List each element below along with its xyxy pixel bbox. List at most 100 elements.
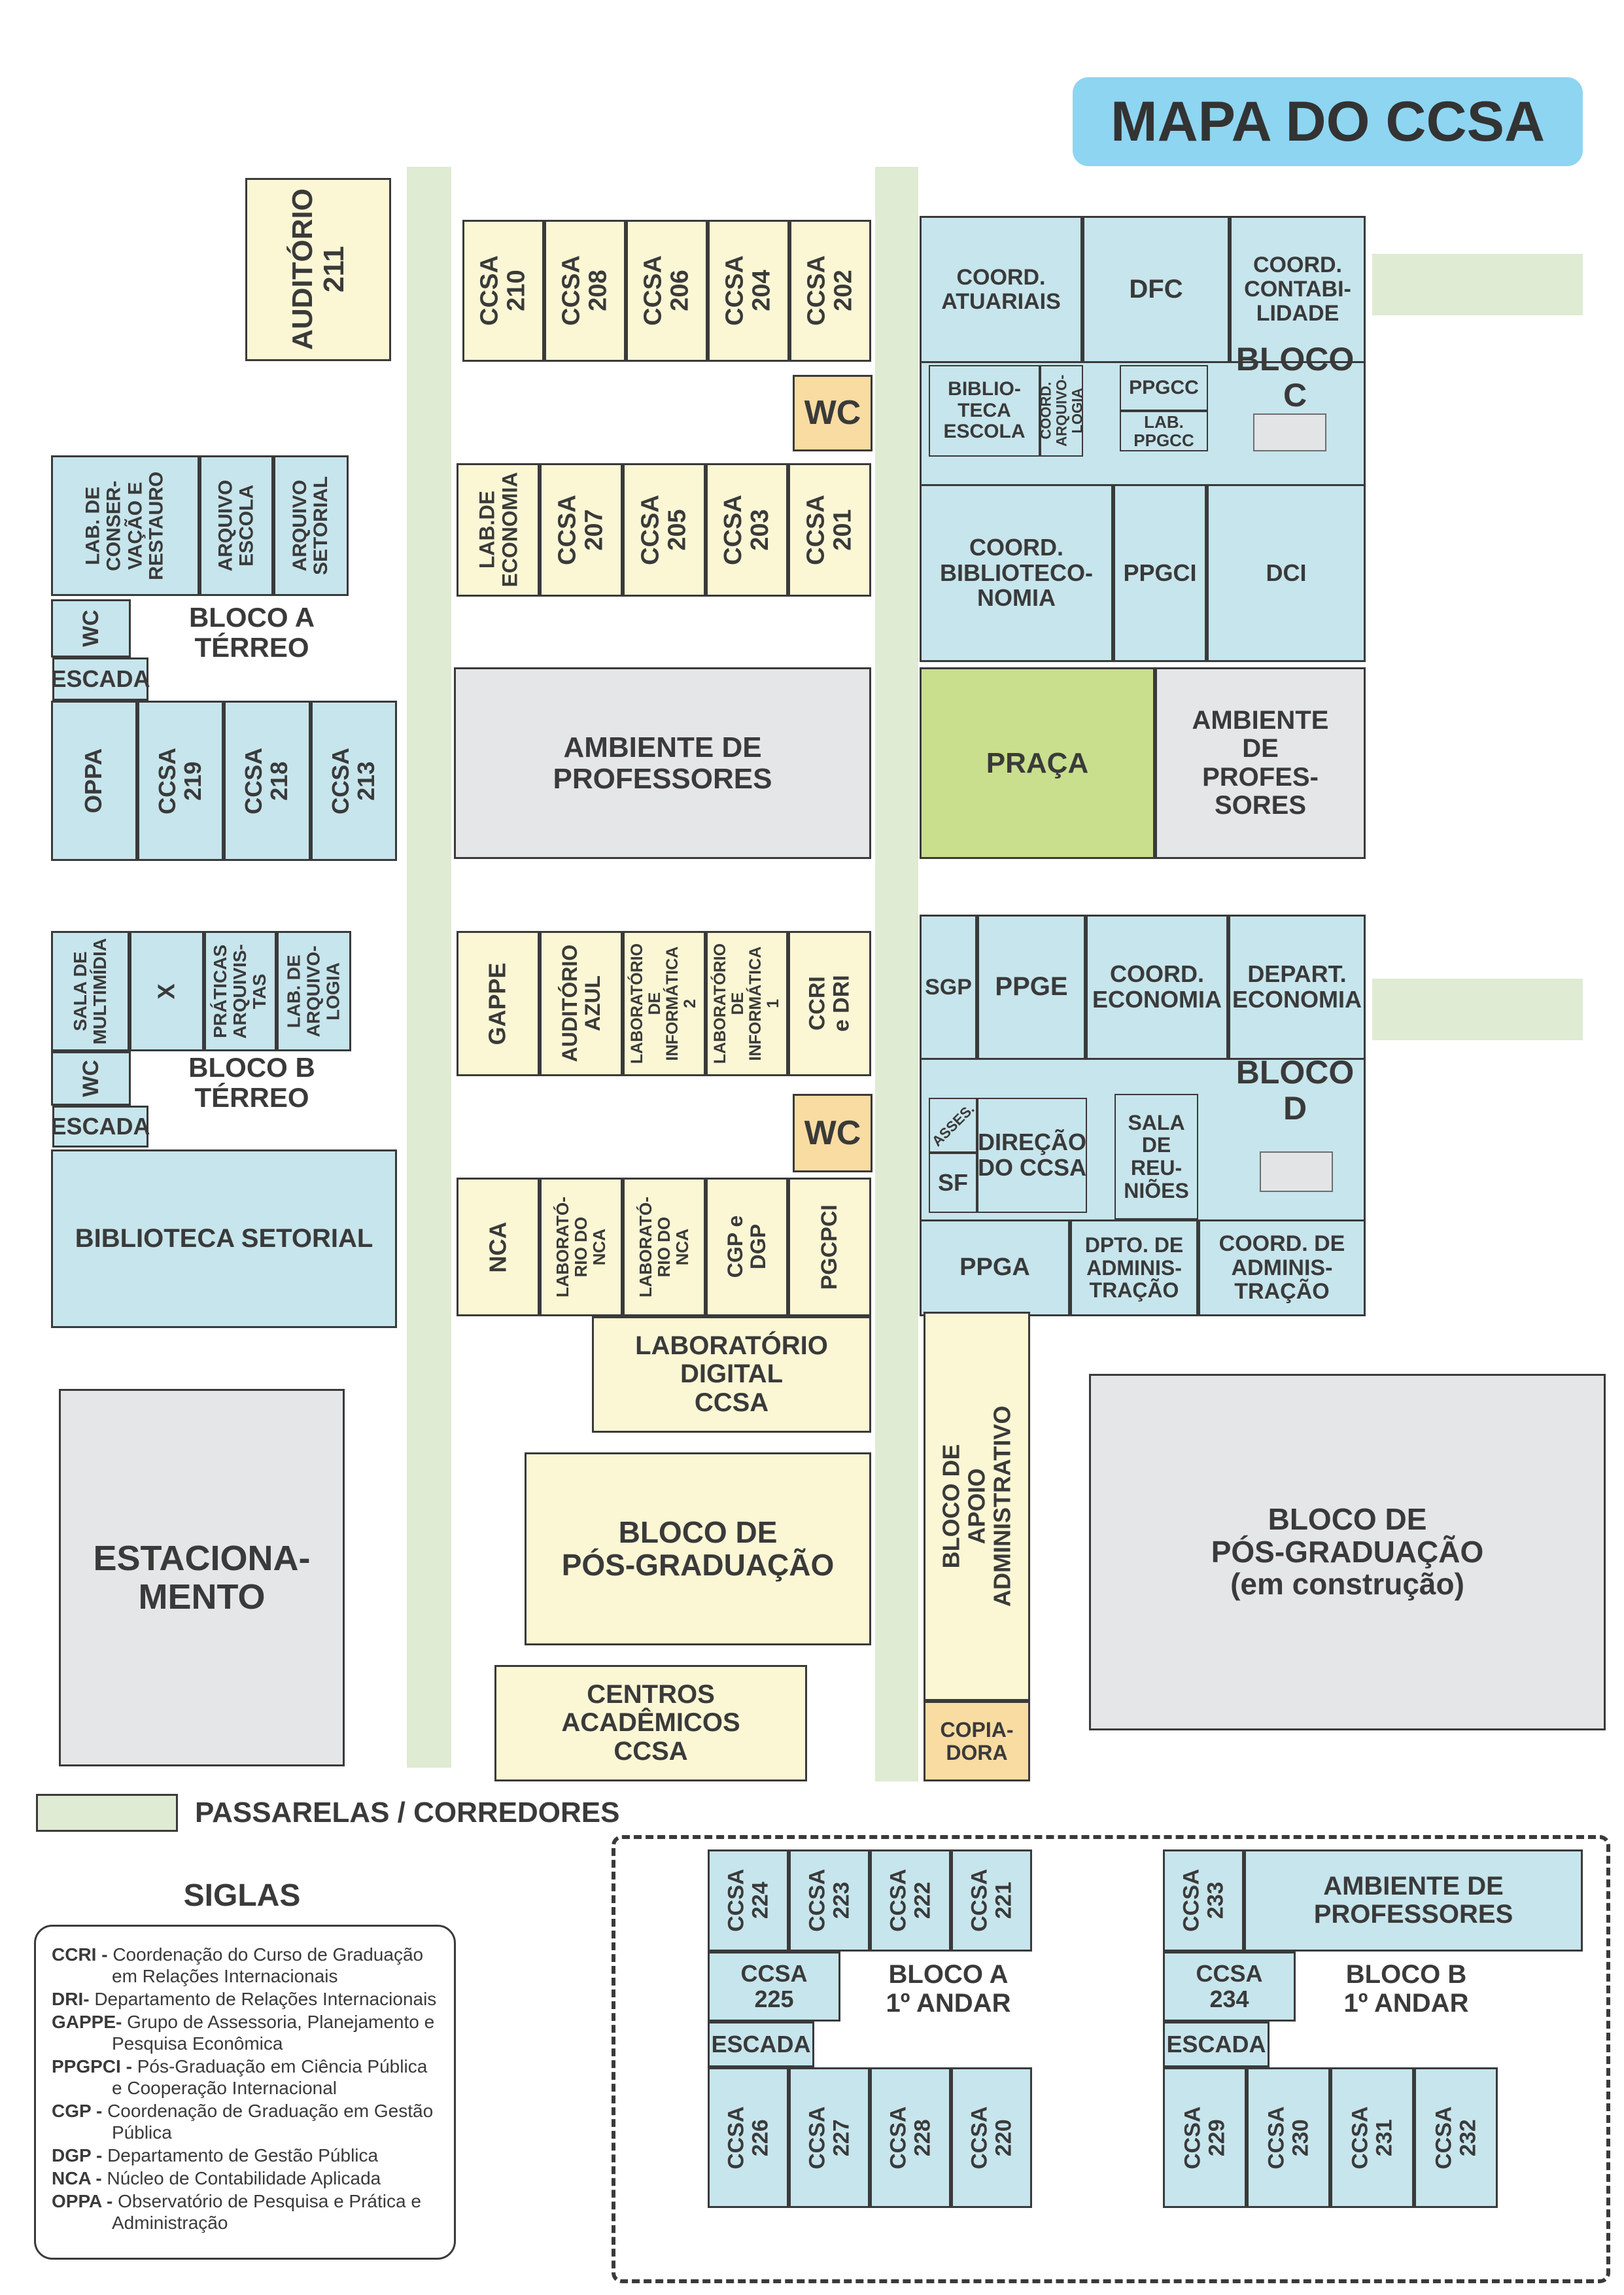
room-escada-bloco-a: ESCADA — [51, 657, 150, 701]
label-bloco-c: BLOCO C — [1235, 341, 1355, 413]
room-escada-bloco-b-1andar: ESCADA — [1163, 2022, 1270, 2067]
room-ccsa-205: CCSA 205 — [623, 463, 706, 597]
corridor-vertical-west — [407, 167, 451, 1768]
sigla-dgp: DGP - Departamento de Gestão Pública — [52, 2145, 379, 2166]
room-praticas-arquivistas: PRÁTICAS ARQUIVIS- TAS — [204, 931, 277, 1051]
room-ppga: PPGA — [920, 1219, 1070, 1316]
room-ccsa-210: CCSA 210 — [462, 220, 544, 362]
room-coord-atuariais: COORD. ATUARIAIS — [920, 216, 1082, 363]
passarela-bloco-c — [1372, 254, 1583, 315]
room-ccsa-202: CCSA 202 — [789, 220, 871, 362]
sigla-nca: NCA - Núcleo de Contabilidade Aplicada — [52, 2168, 381, 2189]
room-biblioteca-escola: BIBLIO- TECA ESCOLA — [929, 365, 1040, 457]
room-ccsa-227: CCSA 227 — [789, 2067, 870, 2208]
room-ccsa-218: CCSA 218 — [224, 701, 311, 861]
room-wc-north: WC — [793, 375, 872, 451]
room-gappe: GAPPE — [457, 931, 540, 1076]
label-bloco-b-terreo: BLOCO B TÉRREO — [188, 1051, 315, 1113]
room-coord-contabilidade: COORD. CONTABI- LIDADE — [1230, 216, 1366, 363]
room-ccsa-232: CCSA 232 — [1414, 2067, 1498, 2208]
room-sf: SF — [929, 1153, 977, 1213]
room-auditorio-211: AUDITÓRIO 211 — [245, 178, 391, 361]
legend-passarela-label: PASSARELAS / CORREDORES — [195, 1796, 620, 1829]
room-biblioteca-setorial: BIBLIOTECA SETORIAL — [51, 1149, 397, 1328]
room-ccsa-207: CCSA 207 — [540, 463, 623, 597]
room-copiadora: COPIA- DORA — [924, 1701, 1030, 1781]
room-ccsa-229: CCSA 229 — [1163, 2067, 1247, 2208]
room-lab-arquivologia: LAB. DE ARQUIVO- LOGIA — [277, 931, 351, 1051]
room-coord-arquivologia: COORD. ARQUIVO- LOGIA — [1037, 365, 1085, 457]
page-title: MAPA DO CCSA — [1073, 77, 1583, 166]
room-laboratorio-nca-1: LABORATÓ- RIO DO NCA — [540, 1178, 623, 1316]
room-lab-conservacao-restauro: LAB. DE CONSER- VAÇÃO E RESTAURO — [51, 455, 199, 596]
room-lab-ppgcc: LAB. PPGCC — [1120, 411, 1208, 451]
room-ccsa-213: CCSA 213 — [311, 701, 397, 861]
room-asses: ASSES. — [928, 1098, 977, 1153]
room-ccsa-230: CCSA 230 — [1247, 2067, 1330, 2208]
room-depart-economia: DEPART. ECONOMIA — [1228, 915, 1366, 1060]
bloco-c-stairwell — [1253, 413, 1326, 451]
room-ccsa-231: CCSA 231 — [1330, 2067, 1414, 2208]
area-pos-graduacao-construcao: BLOCO DE PÓS-GRADUAÇÃO (em construção) — [1089, 1374, 1606, 1730]
room-arquivo-escola: ARQUIVO ESCOLA — [199, 455, 273, 596]
room-coord-administracao: COORD. DE ADMINIS- TRAÇÃO — [1198, 1219, 1366, 1316]
room-lab-informatica-1: LABORATÓRIO DE INFORMÁTICA 1 — [706, 931, 788, 1076]
room-ccsa-208: CCSA 208 — [544, 220, 626, 362]
room-pgcpci: PGCPCI — [788, 1178, 871, 1316]
sigla-ppgpci: PPGPCI - Pós-Graduação em Ciência Públic… — [52, 2056, 428, 2099]
room-ccsa-206: CCSA 206 — [626, 220, 708, 362]
room-wc-middle: WC — [793, 1094, 872, 1172]
room-x: X — [130, 931, 204, 1051]
room-ccsa-201: CCSA 201 — [788, 463, 871, 597]
room-nca: NCA — [457, 1178, 540, 1316]
room-sala-multimidia: SALA DE MULTIMÍDIA — [51, 931, 130, 1051]
room-ccsa-221: CCSA 221 — [951, 1849, 1032, 1952]
room-wc-bloco-b: WC — [51, 1051, 131, 1106]
legend-passarela-swatch — [36, 1794, 178, 1832]
room-arquivo-setorial: ARQUIVO SETORIAL — [273, 455, 349, 596]
sigla-gappe: GAPPE- Grupo de Assessoria, Planejamento… — [52, 2012, 435, 2054]
room-dci: DCI — [1207, 484, 1366, 662]
room-ccsa-234: CCSA 234 — [1163, 1952, 1296, 2022]
room-ccsa-203: CCSA 203 — [706, 463, 788, 597]
siglas-title: SIGLAS — [183, 1878, 301, 1913]
room-ppgci: PPGCI — [1113, 484, 1207, 662]
room-ccsa-224: CCSA 224 — [708, 1849, 789, 1952]
area-ambiente-professores-west: AMBIENTE DE PROFESSORES — [454, 667, 871, 859]
room-ppgcc: PPGCC — [1120, 365, 1208, 411]
room-lab-informatica-2: LABORATÓRIO DE INFORMÁTICA 2 — [623, 931, 706, 1076]
room-laboratorio-nca-2: LABORATÓ- RIO DO NCA — [623, 1178, 706, 1316]
room-oppa: OPPA — [51, 701, 137, 861]
room-ccsa-233: CCSA 233 — [1163, 1849, 1244, 1952]
room-ccsa-228: CCSA 228 — [870, 2067, 951, 2208]
corridor-vertical-east — [875, 167, 918, 1781]
room-ccsa-225: CCSA 225 — [708, 1952, 840, 2022]
room-centros-academicos: CENTROS ACADÊMICOS CCSA — [494, 1665, 807, 1781]
area-ambiente-professores-east: AMBIENTE DE PROFES- SORES — [1155, 667, 1366, 859]
room-ccsa-219: CCSA 219 — [137, 701, 224, 861]
room-ccsa-220: CCSA 220 — [951, 2067, 1032, 2208]
room-direcao-ccsa: DIREÇÃO DO CCSA — [977, 1098, 1087, 1213]
room-escada-bloco-b: ESCADA — [51, 1106, 150, 1148]
label-bloco-b-1andar: BLOCO B 1º ANDAR — [1343, 1960, 1469, 2018]
label-bloco-d: BLOCO D — [1235, 1054, 1355, 1127]
room-bloco-pos-graduacao: BLOCO DE PÓS-GRADUAÇÃO — [525, 1452, 871, 1645]
first-floor-inset — [612, 1835, 1610, 2283]
room-lab-economia: LAB.DE ECONOMIA — [457, 463, 540, 597]
room-ccsa-222: CCSA 222 — [870, 1849, 951, 1952]
sigla-oppa: OPPA - Observatório de Pesquisa e Prátic… — [52, 2191, 421, 2234]
passarela-bloco-d — [1372, 979, 1583, 1040]
room-ccri-dri: CCRI e DRI — [788, 931, 871, 1076]
room-ppge: PPGE — [977, 915, 1086, 1060]
room-escada-bloco-a-1andar: ESCADA — [708, 2022, 814, 2067]
room-ambiente-professores-1andar: AMBIENTE DE PROFESSORES — [1244, 1849, 1583, 1952]
room-sgp: SGP — [920, 915, 977, 1060]
sigla-dri: DRI- Departamento de Relações Internacio… — [52, 1989, 437, 2010]
room-dfc: DFC — [1082, 216, 1230, 363]
room-ccsa-226: CCSA 226 — [708, 2067, 789, 2208]
room-cgp-dgp: CGP e DGP — [706, 1178, 788, 1316]
sigla-cgp: CGP - Coordenação de Graduação em Gestão… — [52, 2101, 434, 2143]
room-ccsa-204: CCSA 204 — [708, 220, 789, 362]
room-coord-biblioteconomia: COORD. BIBLIOTECO- NOMIA — [920, 484, 1113, 662]
